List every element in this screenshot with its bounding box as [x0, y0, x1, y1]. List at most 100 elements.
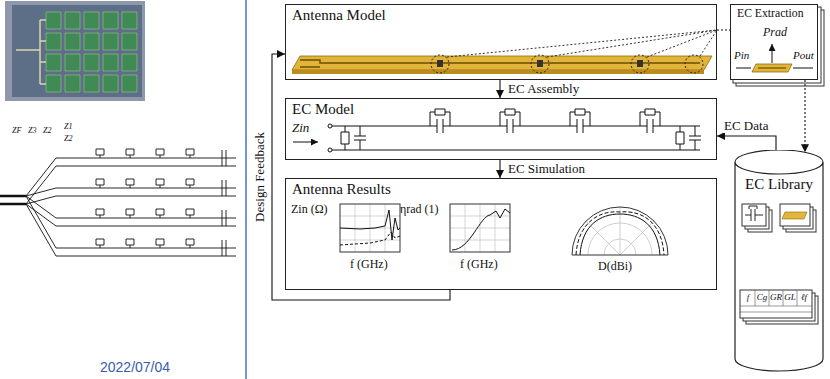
axis-label: f (GHz) — [350, 257, 388, 272]
impedance-label: Z2 — [43, 126, 51, 136]
axis-label: D(dBi) — [598, 259, 632, 274]
input-arrow — [293, 142, 318, 143]
table-cell: GR — [769, 292, 783, 303]
date-stamp: 2022/07/04 — [100, 358, 170, 376]
table-cell: ℓf — [797, 292, 811, 303]
slide-divider — [245, 0, 247, 379]
axis-label: f (GHz) — [460, 257, 498, 272]
efficiency-curve — [452, 209, 510, 250]
impedance-label: Z2 — [64, 134, 72, 144]
chip-photo — [5, 1, 145, 101]
capacitor-symbol — [745, 206, 763, 221]
impedance-label: Z1 — [64, 122, 72, 132]
antenna-patch-grid — [46, 12, 137, 92]
unit-cell-board — [752, 64, 792, 72]
impedance-curve — [340, 232, 400, 245]
directivity-curve — [576, 212, 664, 255]
plot-frame — [340, 204, 400, 252]
table-cell: f — [741, 292, 755, 303]
polar-frame — [572, 207, 668, 255]
edge-label: EC Simulation — [506, 161, 587, 176]
leader-line — [447, 30, 717, 57]
impedance-label: Z3 — [28, 126, 36, 136]
edge-label: Design Feedback — [252, 130, 267, 224]
antenna-model-box: Antenna Model — [285, 4, 717, 80]
flow-connector — [804, 80, 805, 152]
table-grid — [740, 290, 812, 312]
box-heading: Antenna Results — [292, 181, 391, 198]
equivalent-circuit — [330, 109, 701, 150]
impedance-label: Z2 — [43, 126, 51, 136]
antenna-trace — [300, 60, 700, 67]
table-cell: GR — [769, 292, 783, 303]
cylinder-outline — [735, 150, 823, 371]
library-sheet — [740, 290, 812, 318]
axis-label: f (GHz) — [350, 257, 388, 272]
table-cell: GL — [783, 292, 797, 303]
date-stamp: 2022/07/04 — [100, 358, 170, 376]
array-schematic — [26, 149, 236, 256]
impedance-label: Z3 — [28, 126, 36, 136]
power-label: Pin — [734, 48, 749, 62]
axis-label: Zin (Ω) — [291, 202, 328, 217]
box-heading: EC Library — [745, 176, 813, 193]
antenna-results-box: Antenna Results — [285, 178, 717, 290]
feed-network — [16, 20, 46, 84]
box-heading: EC Model — [292, 101, 354, 118]
power-label: Pout — [793, 48, 814, 62]
extraction-circle — [431, 55, 703, 73]
axis-label: D(dBi) — [598, 259, 632, 274]
impedance-curve — [340, 210, 400, 240]
impedance-label: Zin — [292, 120, 309, 136]
library-sheet — [780, 204, 810, 226]
edge-label: EC Assembly — [506, 81, 581, 96]
axis-label: f (GHz) — [460, 257, 498, 272]
power-label: Pin — [734, 48, 749, 62]
flow-connector — [717, 29, 730, 30]
ec-library-cylinder: EC Library — [734, 150, 824, 372]
edge-label: EC Simulation — [506, 161, 587, 176]
flow-connector — [717, 136, 776, 150]
box-heading: EC Extraction — [737, 7, 804, 20]
table-cell: Cg — [755, 292, 769, 303]
flow-connector — [272, 54, 450, 300]
table-cell: GL — [783, 292, 797, 303]
power-label: Prad — [763, 25, 787, 40]
flow-connector — [499, 80, 500, 98]
axis-label: ηrad (1) — [400, 202, 439, 217]
edge-label: Design Feedback — [252, 130, 267, 224]
power-label: Prad — [763, 25, 787, 40]
box-heading: Antenna Model — [292, 7, 386, 24]
ec-extraction-box: EC Extraction — [730, 4, 818, 80]
impedance-label: Zin — [292, 120, 309, 136]
edge-label: EC Assembly — [506, 81, 581, 96]
table-cell: f — [741, 292, 755, 303]
chip-substrate — [12, 5, 142, 97]
table-cell: ℓf — [797, 292, 811, 303]
axis-label: Zin (Ω) — [291, 202, 328, 217]
impedance-label: ZF — [12, 126, 21, 136]
antenna-board-side — [292, 70, 704, 74]
antenna-board — [292, 56, 712, 70]
impedance-label: ZF — [12, 126, 21, 136]
port-terminal — [328, 124, 332, 152]
flow-connector — [499, 160, 500, 178]
impedance-label: Z2 — [64, 134, 72, 144]
axis-label: ηrad (1) — [400, 202, 439, 217]
impedance-label: Z1 — [64, 122, 72, 132]
ec-model-box: EC Model — [285, 98, 717, 160]
edge-label: EC Data — [722, 118, 770, 133]
unit-cell-trace — [758, 67, 786, 68]
edge-label: EC Data — [722, 118, 770, 133]
sheet-ground — [730, 4, 818, 80]
capacitor-symbol — [437, 60, 643, 67]
table-cell: Cg — [755, 292, 769, 303]
library-sheet — [742, 204, 766, 226]
unit-cell-board — [782, 212, 807, 219]
feed-line — [0, 196, 26, 204]
plot-frame — [450, 204, 510, 252]
power-label: Pout — [793, 48, 814, 62]
